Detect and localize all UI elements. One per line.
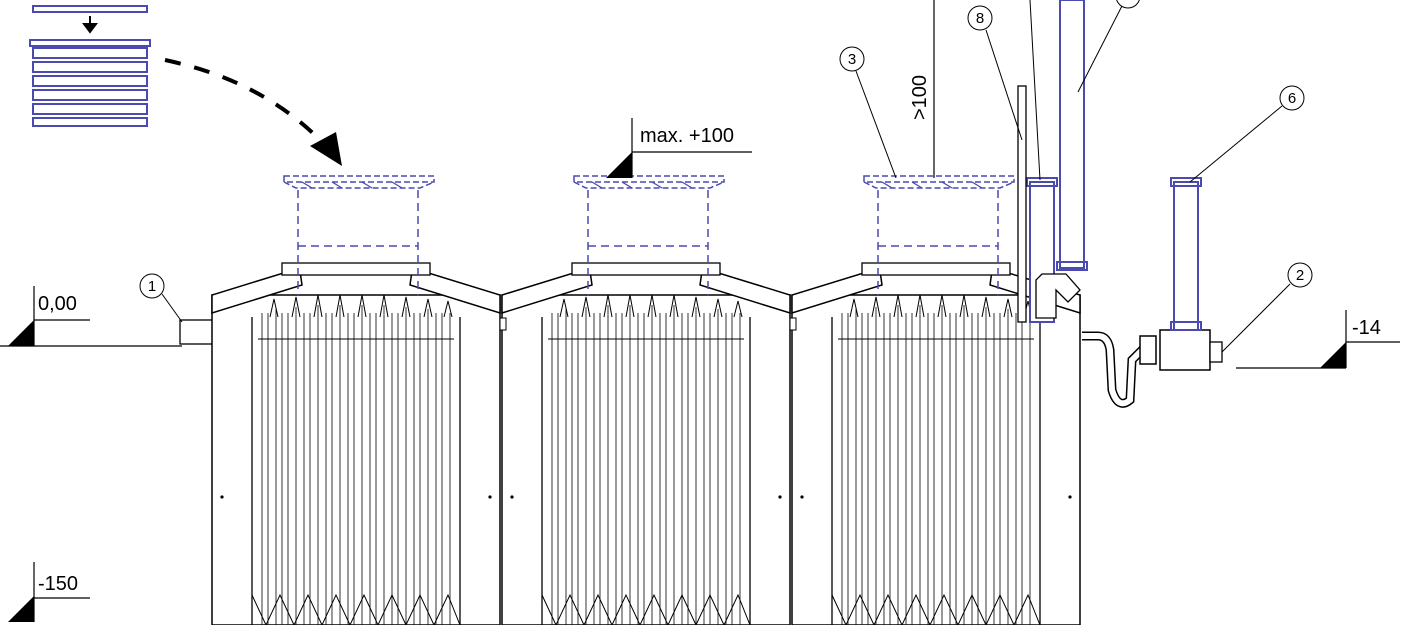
vent-pipe-7: [1059, 0, 1085, 269]
pipe-collar: [1056, 261, 1088, 271]
dimension-min-height-label: >100: [909, 75, 931, 120]
vent-pipe-6: [1173, 181, 1199, 331]
level-max-marker: max. +100: [606, 118, 752, 178]
level-max-label: max. +100: [640, 125, 734, 147]
callout-3: 3: [839, 46, 897, 179]
callout-6: 6: [1189, 85, 1305, 183]
down-arrow-icon: [82, 16, 98, 34]
pipe-collar: [1170, 321, 1202, 331]
callout-line-top: [1029, 0, 1140, 181]
pipe-coupling: [1139, 335, 1157, 365]
arrow-head-icon: [310, 132, 342, 166]
tank-2: [501, 262, 791, 625]
extension-ring-stack-icon: [29, 5, 151, 127]
callout-8: 8: [967, 5, 1023, 141]
outlet-tee: [1159, 329, 1211, 371]
callout-3-label: 3: [848, 51, 856, 68]
tank-connector: [789, 317, 797, 331]
level-ground-marker: 0,00: [8, 286, 90, 346]
vent-rod: [1017, 85, 1027, 323]
tank-1: [211, 262, 501, 625]
callout-1: 1: [139, 273, 183, 323]
level-bottom-label: -150: [38, 573, 78, 595]
placement-arrow: [164, 58, 322, 142]
pipe-elbow: [1035, 273, 1081, 319]
callout-6-label: 6: [1288, 90, 1296, 107]
pipe-collar: [1026, 177, 1058, 187]
callout-2-label: 2: [1296, 267, 1304, 284]
outlet-stub: [1209, 341, 1223, 363]
callout-1-label: 1: [148, 278, 156, 295]
level-bottom-marker: -150: [8, 562, 90, 622]
pipe-collar: [1170, 177, 1202, 187]
level-outlet-marker: -14: [1236, 310, 1400, 369]
level-outlet-label: -14: [1352, 317, 1381, 339]
tank-connector: [499, 317, 507, 331]
callout-8-label: 8: [976, 10, 984, 27]
level-ground-label: 0,00: [38, 293, 77, 315]
callout-2: 2: [1221, 262, 1313, 353]
